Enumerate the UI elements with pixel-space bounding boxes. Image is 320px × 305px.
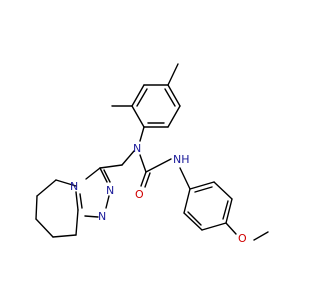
n-ch2-bond — [121, 150, 135, 166]
methoxy-group — [225, 222, 269, 241]
triazole-n1-label: N — [106, 184, 114, 197]
azepane-ring — [35, 179, 79, 238]
dimethylphenyl-ring — [131, 84, 181, 128]
c-o-double-bond-2 — [144, 172, 151, 188]
urea-core — [121, 126, 172, 188]
urea-nitrogen-label: N — [133, 142, 141, 155]
triazole-n2-label: N — [98, 210, 106, 223]
nh-label: NH — [173, 153, 190, 166]
carbonyl-oxygen-label: O — [135, 188, 144, 201]
triazole-ring — [75, 167, 111, 218]
ch2-triazole-bond — [99, 164, 123, 169]
c-o-double-bond-1 — [140, 171, 147, 187]
para-methyl-bond — [167, 63, 179, 86]
molecule-diagram: N NH O N N N O — [35, 63, 269, 245]
methoxyphenyl-ring — [179, 167, 233, 231]
carbonyl-nh-bond — [145, 158, 172, 173]
nh-aryl-bond — [179, 167, 191, 190]
aryl-n-bond — [139, 126, 145, 142]
triazole-n4-label: N — [70, 180, 78, 193]
n-carbonyl-bond — [139, 154, 147, 173]
atom-labels: N NH O N N N O — [70, 142, 247, 245]
methoxy-oxygen-label: O — [238, 232, 247, 245]
structure-svg: N NH O N N N O — [35, 63, 269, 245]
methyl-groups — [111, 63, 179, 107]
